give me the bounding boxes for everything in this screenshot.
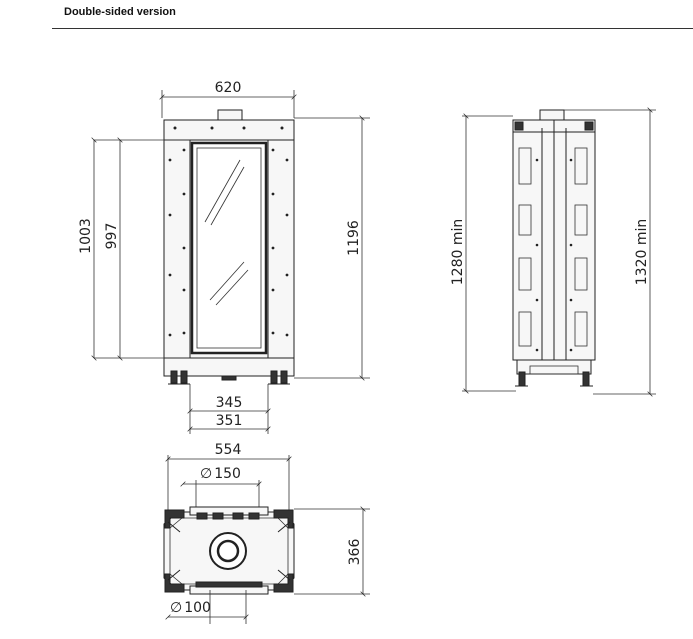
diameter-symbol-top: ∅ <box>200 466 212 482</box>
front-width-label: 620 <box>215 80 242 96</box>
top-depth-label: 366 <box>347 539 363 566</box>
front-height-total-label: 1196 <box>346 220 362 256</box>
front-height-outer-label: 1003 <box>78 218 94 254</box>
top-width-label: 554 <box>215 442 242 458</box>
front-glass-door <box>190 141 268 355</box>
front-top-cap <box>163 119 295 141</box>
svg-text:∅150: ∅150 <box>200 466 241 482</box>
front-view: 620 <box>78 80 370 434</box>
top-flue-label: 150 <box>214 466 241 482</box>
diameter-symbol-bottom: ∅ <box>170 600 182 616</box>
side-left-height-label: 1280 min <box>450 219 466 285</box>
top-inlet-label: 100 <box>184 600 211 616</box>
front-flue-collar <box>217 109 243 121</box>
header-divider <box>52 28 693 29</box>
svg-text:∅100: ∅100 <box>170 600 211 616</box>
feet-inner-label: 345 <box>216 395 243 411</box>
side-view: 1280 min 1320 min <box>450 110 656 394</box>
feet-outer-label: 351 <box>216 413 243 429</box>
page-title: Double-sided version <box>64 6 176 18</box>
top-view: 554 ∅150 366 ∅ <box>163 442 370 624</box>
side-right-height-label: 1320 min <box>634 219 650 285</box>
front-height-inner-label: 997 <box>104 223 120 250</box>
